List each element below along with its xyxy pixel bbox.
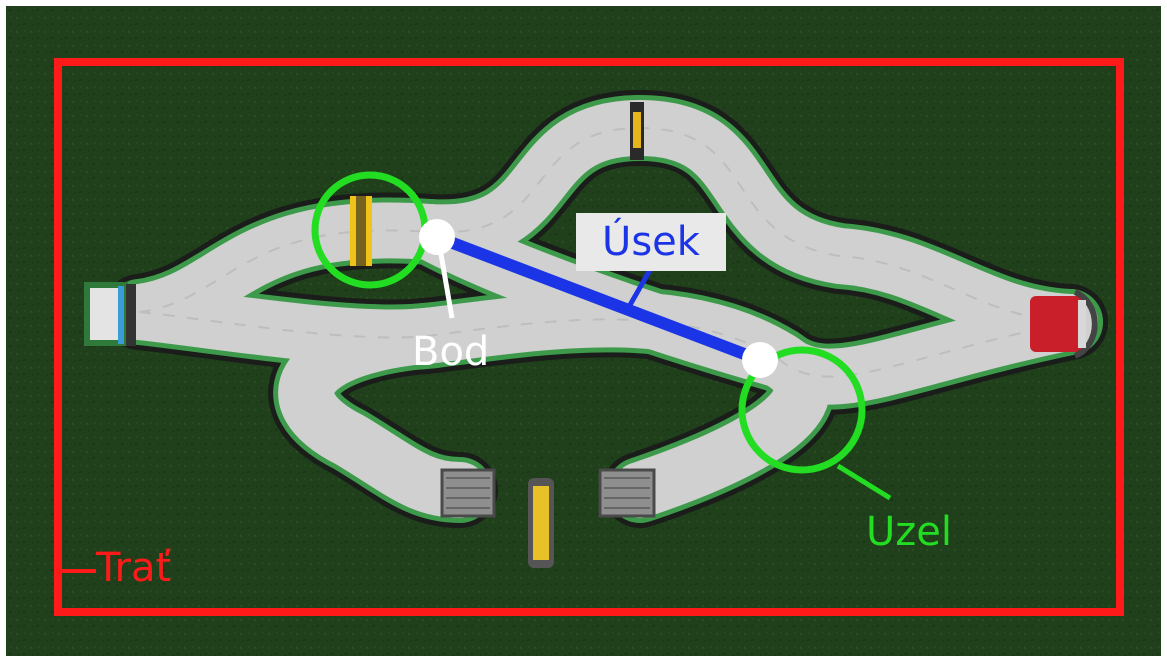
- start-gate-icon: [84, 282, 136, 346]
- checkpoint-arch-icon: [350, 196, 372, 266]
- checkpoint-arch-icon: [630, 102, 644, 160]
- point-label-pointer: [438, 253, 455, 319]
- track-label: Trať: [96, 545, 172, 591]
- checkpoint-arch-icon: [528, 478, 554, 568]
- segment-label: Úsek: [576, 213, 726, 271]
- bridge-ramp-icon: [598, 468, 656, 518]
- node-circle-lower-right: [738, 346, 866, 474]
- segment-line: [431, 231, 766, 366]
- node-label: Uzel: [866, 509, 952, 555]
- track-frame: [54, 58, 1124, 616]
- point-marker-end: [742, 342, 778, 378]
- node-label-pointer: [836, 463, 892, 501]
- bridge-ramp-icon: [440, 468, 496, 518]
- segment-label-pointer: [627, 268, 653, 307]
- point-label: Bod: [412, 329, 490, 375]
- point-marker-start: [419, 219, 455, 255]
- finish-gate-icon: [1030, 289, 1098, 359]
